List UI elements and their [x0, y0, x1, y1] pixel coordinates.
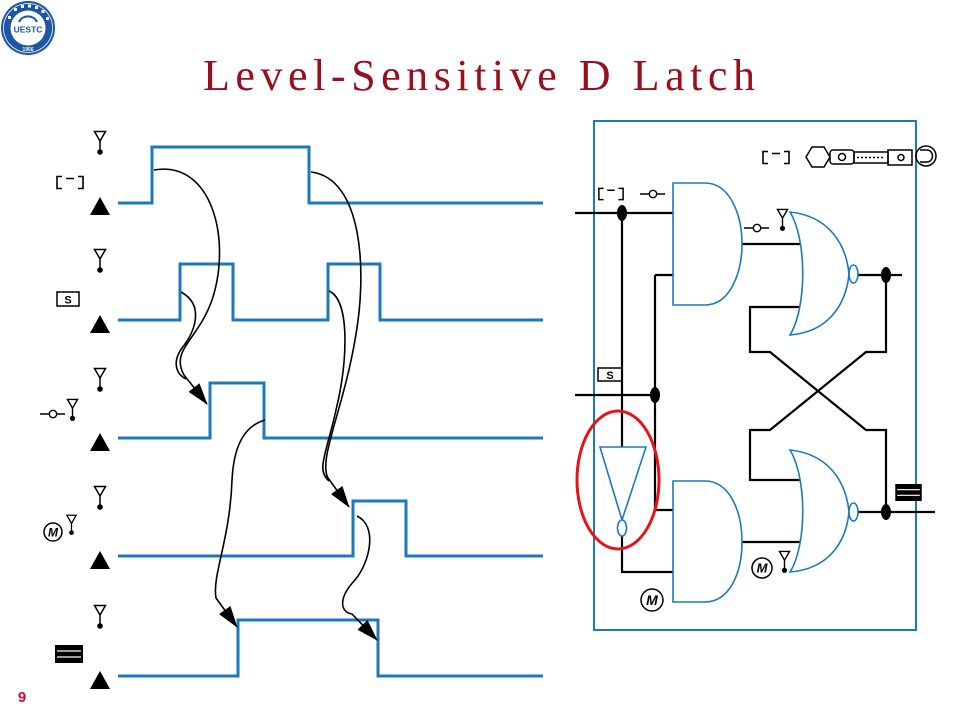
and-bottom-label: M: [640, 588, 664, 612]
junction-dot: [617, 205, 627, 221]
circle-glyph-icon: [915, 145, 937, 167]
row2-label-text: S: [64, 295, 71, 307]
waveform-row-1: [118, 145, 543, 205]
junction-dot: [650, 387, 660, 403]
logo-ring-marks: [8, 4, 49, 20]
university-logo: UESTC 1956: [1, 1, 55, 55]
inverter-highlight-ring: [575, 409, 661, 551]
row4-label: M: [43, 514, 77, 542]
wire-inverter-out: [620, 536, 673, 574]
circuit-frame: [593, 120, 917, 631]
waveform-row-2: [118, 262, 543, 322]
bubble-line-icon: [40, 409, 66, 419]
filled-bar-icon: [895, 484, 922, 501]
circuit-wires: [575, 211, 935, 574]
antenna-dot-icon: [778, 550, 791, 574]
and-top-output-label: [744, 208, 789, 233]
circled-letter-icon: [640, 588, 664, 612]
bubble-line-icon: [640, 189, 666, 199]
logo-year: 1956: [22, 47, 33, 53]
filled-triangle-icon: [90, 433, 110, 451]
waveform-row-5: [118, 618, 543, 678]
logo-emblem-arc: [18, 15, 38, 23]
logo-abbreviation: UESTC: [14, 25, 43, 35]
arrow-row1-fall-to-row4: [310, 171, 362, 508]
filled-triangle-icon: [90, 551, 110, 569]
logo-ring-line: [3, 3, 53, 53]
row3-label: [40, 398, 79, 422]
antenna-dot-icon: [93, 248, 107, 274]
row4-label-text: M: [48, 526, 59, 540]
timing-diagram: S M: [40, 130, 543, 689]
nor-gate-bottom: [788, 449, 859, 573]
logo-inner-disc: [10, 10, 46, 46]
junction-dot: [881, 504, 891, 520]
wire-feedback-top-to-bottom: [748, 275, 888, 482]
inverter: [598, 446, 648, 537]
input-lower-label-text: S: [606, 370, 613, 382]
circled-letter-icon: [43, 522, 63, 542]
rounded-box-icon: [829, 149, 855, 165]
antenna-dot-icon: [66, 514, 77, 536]
wire-feedback-bottom-to-top: [748, 305, 888, 512]
slide-title: Level-Sensitive D Latch: [203, 51, 755, 100]
and-bottom-label-text: M: [646, 592, 658, 608]
arrow-row4-rise-to-row5: [341, 515, 378, 641]
inverter-bubble: [616, 519, 628, 537]
circuit-header-glyphs: [762, 145, 937, 168]
input-lower-label: S: [597, 367, 623, 382]
nor-gate-top: [788, 211, 859, 336]
arrow-row3-fall-to-row5: [214, 419, 266, 628]
latch-circuit: S: [575, 120, 937, 631]
arrow-row2-rise-to-row4: [322, 290, 346, 482]
boxed-letter-icon: [56, 291, 80, 307]
nor-bottom-input-label-text: M: [757, 561, 769, 576]
row2-label: S: [56, 291, 80, 307]
bubble-line-icon: [744, 223, 770, 233]
hexagon-icon: [805, 146, 831, 168]
page-number: 9: [18, 689, 26, 706]
filled-triangle-icon: [90, 315, 110, 333]
antenna-dot-icon: [93, 604, 107, 630]
antenna-dot-icon: [776, 208, 789, 232]
filled-triangle-icon: [90, 197, 110, 215]
junction-dot: [881, 267, 891, 283]
waveform-row-3: [118, 381, 543, 440]
waveform-row-4: [118, 499, 543, 558]
and-gate-bottom: [672, 480, 743, 603]
nor-top-bubble: [848, 264, 859, 284]
circled-letter-icon: [751, 557, 773, 579]
dotted-box-icon: [853, 151, 889, 164]
nor-bottom-input-label: M: [751, 550, 791, 579]
boxed-dash-icon: [598, 187, 624, 201]
arrow-row1-rise-to-row3: [153, 168, 221, 405]
box-circle-icon: [887, 149, 913, 166]
nor-bottom-bubble: [848, 502, 859, 522]
antenna-dot-icon: [93, 130, 107, 156]
antenna-dot-icon: [66, 398, 79, 422]
arrow-row2-rise-to-row3: [175, 291, 197, 380]
antenna-dot-icon: [93, 367, 107, 393]
antenna-dot-icon: [93, 485, 107, 511]
and-gate-top: [672, 182, 743, 306]
boxed-dash-icon: [762, 150, 790, 165]
filled-bar-icon: [55, 645, 83, 663]
boxed-dash-icon: [56, 175, 84, 190]
filled-triangle-icon: [90, 671, 110, 689]
